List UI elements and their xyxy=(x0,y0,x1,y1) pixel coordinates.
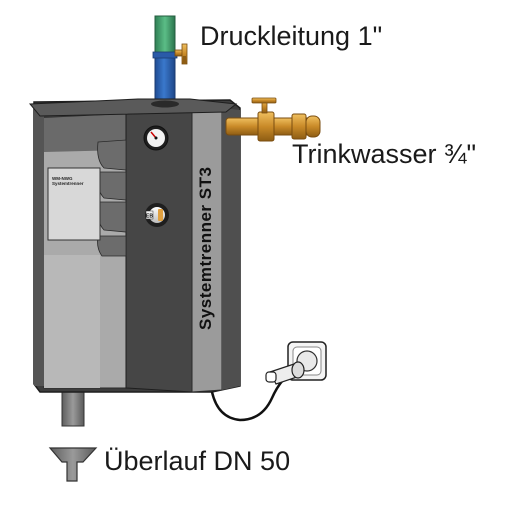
pressure-line-label: Druckleitung 1" xyxy=(200,21,383,51)
housing-louvres xyxy=(97,139,127,257)
device-name-text: Systemtrenner ST3 xyxy=(196,166,215,330)
power-plug-icon xyxy=(265,361,305,385)
pressure-valve-handle xyxy=(174,43,188,65)
nameplate-text: WM-NWG Systemtrenner xyxy=(52,176,98,186)
nameplate xyxy=(47,167,101,241)
drain-pipe xyxy=(61,387,85,427)
drain-funnel-icon xyxy=(48,447,98,482)
nameplate-line1: WM-NWG xyxy=(52,176,73,181)
svg-text:EB: EB xyxy=(146,214,153,220)
pressure-inlet-pipe xyxy=(152,15,178,110)
control-knob-icon: EB xyxy=(145,203,169,227)
drinking-water-label: Trinkwasser ¾" xyxy=(292,139,477,169)
nameplate-line2: Systemtrenner xyxy=(52,181,84,187)
overflow-label: Überlauf DN 50 xyxy=(104,446,291,476)
pressure-gauge-icon xyxy=(143,125,169,151)
drinking-water-pipe xyxy=(225,97,321,142)
